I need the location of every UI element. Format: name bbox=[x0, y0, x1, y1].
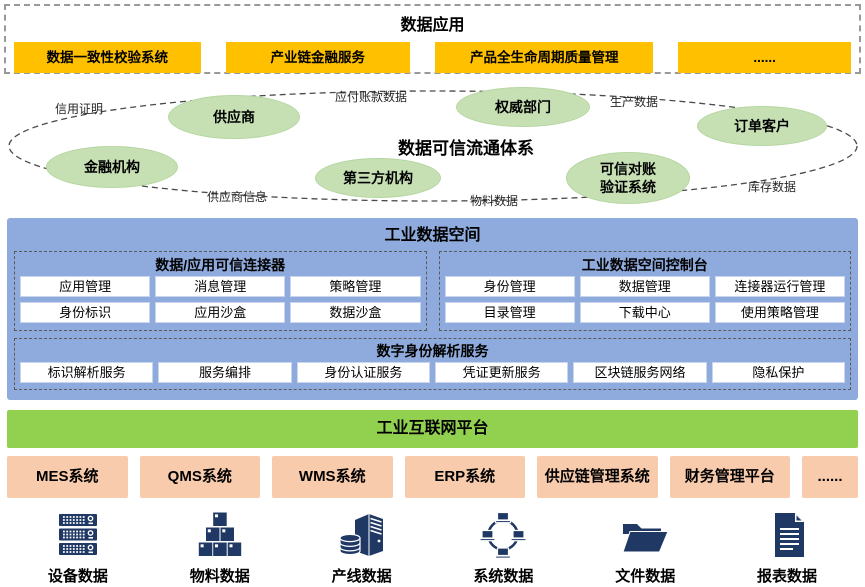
node-reconciliation-system: 可信对账 验证系统 bbox=[566, 152, 690, 204]
edge-label-inventory-data: 库存数据 bbox=[748, 180, 797, 194]
data-application-title: 数据应用 bbox=[400, 17, 465, 34]
business-systems-row: MES系统 QMS系统 WMS系统 ERP系统 供应链管理系统 财务管理平台 .… bbox=[7, 456, 858, 498]
connector-cell-app-mgmt: 应用管理 bbox=[20, 276, 151, 297]
node-supplier: 供应商 bbox=[168, 95, 300, 139]
source-label: 设备数据 bbox=[47, 568, 108, 585]
source-report-data: 报表数据 bbox=[716, 504, 858, 586]
system-box-finance: 财务管理平台 bbox=[669, 456, 790, 498]
node-order-customer: 订单客户 bbox=[697, 106, 827, 146]
folder-icon bbox=[620, 509, 670, 561]
console-cell-connector-run-mgmt: 连接器运行管理 bbox=[714, 276, 845, 297]
dashed-loop-curve bbox=[8, 90, 858, 202]
circulation-title: 数据可信流通体系 bbox=[398, 139, 534, 158]
node-financial-institution: 金融机构 bbox=[46, 146, 178, 188]
source-production-line-data: 产线数据 bbox=[291, 504, 433, 586]
system-box-erp: ERP系统 bbox=[404, 456, 525, 498]
console-cell-data-mgmt: 数据管理 bbox=[579, 276, 710, 297]
data-application-panel: 数据应用 数据一致性校验系统 产业链金融服务 产品全生命周期质量管理 .....… bbox=[4, 4, 861, 74]
system-box-supply-chain: 供应链管理系统 bbox=[537, 456, 658, 498]
industrial-internet-platform-bar: 工业互联网平台 bbox=[7, 410, 858, 448]
connector-cell-app-sandbox: 应用沙盒 bbox=[155, 302, 286, 323]
identity-resolution-box: 数字身份解析服务 标识解析服务 服务编排 身份认证服务 凭证更新服务 区块链服务… bbox=[14, 338, 851, 390]
edge-label-supplier-info: 供应商信息 bbox=[207, 190, 268, 204]
data-space-row: 数据/应用可信连接器 应用管理 消息管理 策略管理 身份标识 应用沙盒 数据沙盒… bbox=[14, 251, 851, 331]
identity-cell-credential-renewal: 凭证更新服务 bbox=[434, 362, 569, 383]
trusted-connector-grid: 应用管理 消息管理 策略管理 身份标识 应用沙盒 数据沙盒 bbox=[20, 276, 421, 323]
connector-cell-data-sandbox: 数据沙盒 bbox=[290, 302, 421, 323]
boxes-icon bbox=[196, 509, 244, 561]
source-material-data: 物料数据 bbox=[149, 504, 291, 586]
source-label: 系统数据 bbox=[473, 568, 534, 585]
system-box-qms: QMS系统 bbox=[139, 456, 260, 498]
node-reconciliation-line1: 可信对账 bbox=[600, 160, 656, 177]
source-label: 文件数据 bbox=[615, 568, 676, 585]
identity-cell-auth-service: 身份认证服务 bbox=[296, 362, 430, 383]
report-icon bbox=[763, 509, 811, 561]
identity-cell-service-orchestration: 服务编排 bbox=[158, 362, 292, 383]
trusted-connector-title: 数据/应用可信连接器 bbox=[155, 257, 286, 273]
system-box-ellipsis: ...... bbox=[802, 456, 858, 498]
identity-resolution-grid: 标识解析服务 服务编排 身份认证服务 凭证更新服务 区块链服务网络 隐私保护 bbox=[20, 362, 845, 383]
console-cell-catalog-mgmt: 目录管理 bbox=[444, 302, 575, 323]
system-box-mes: MES系统 bbox=[7, 456, 128, 498]
connector-cell-message-mgmt: 消息管理 bbox=[155, 276, 286, 297]
production-server-icon bbox=[338, 509, 386, 561]
space-console-title: 工业数据空间控制台 bbox=[581, 257, 708, 273]
app-box-data-consistency: 数据一致性校验系统 bbox=[14, 42, 201, 73]
connector-cell-identity-id: 身份标识 bbox=[20, 302, 151, 323]
app-box-lifecycle-quality: 产品全生命周期质量管理 bbox=[435, 42, 654, 73]
data-sources-row: 设备数据 物料数据 bbox=[7, 504, 858, 586]
console-cell-download-center: 下载中心 bbox=[579, 302, 710, 323]
source-device-data: 设备数据 bbox=[7, 504, 149, 586]
data-application-row: 数据一致性校验系统 产业链金融服务 产品全生命周期质量管理 ...... bbox=[6, 35, 859, 73]
identity-cell-privacy-protection: 隐私保护 bbox=[711, 362, 845, 383]
edge-label-production-data: 生产数据 bbox=[610, 95, 659, 109]
source-label: 报表数据 bbox=[757, 568, 818, 585]
console-cell-identity-mgmt: 身份管理 bbox=[444, 276, 575, 297]
node-reconciliation-line2: 验证系统 bbox=[600, 179, 656, 195]
data-space-title: 工业数据空间 bbox=[384, 227, 481, 244]
industrial-data-space-panel: 工业数据空间 数据/应用可信连接器 应用管理 消息管理 策略管理 身份标识 应用… bbox=[7, 218, 858, 400]
source-file-data: 文件数据 bbox=[574, 504, 716, 586]
app-box-chain-finance: 产业链金融服务 bbox=[225, 42, 411, 73]
edge-label-credit-proof: 信用证明 bbox=[55, 102, 104, 116]
source-label: 产线数据 bbox=[331, 568, 392, 585]
system-box-wms: WMS系统 bbox=[272, 456, 393, 498]
trusted-circulation-diagram: 供应商 权威部门 订单客户 金融机构 第三方机构 可信对账 验证系统 信用证明 … bbox=[0, 78, 865, 216]
space-console-box: 工业数据空间控制台 身份管理 数据管理 连接器运行管理 目录管理 下载中心 使用… bbox=[438, 251, 851, 331]
server-rack-icon bbox=[54, 509, 102, 561]
app-box-ellipsis: ...... bbox=[678, 42, 851, 73]
identity-cell-blockchain-network: 区块链服务网络 bbox=[573, 362, 707, 383]
node-authority: 权威部门 bbox=[456, 87, 590, 127]
identity-cell-id-resolution: 标识解析服务 bbox=[20, 362, 154, 383]
node-third-party: 第三方机构 bbox=[315, 158, 441, 198]
edge-label-payable-data: 应付账款数据 bbox=[335, 90, 408, 104]
connector-cell-policy-mgmt: 策略管理 bbox=[290, 276, 421, 297]
space-console-grid: 身份管理 数据管理 连接器运行管理 目录管理 下载中心 使用策略管理 bbox=[444, 276, 845, 323]
source-label: 物料数据 bbox=[189, 568, 250, 585]
trusted-connector-box: 数据/应用可信连接器 应用管理 消息管理 策略管理 身份标识 应用沙盒 数据沙盒 bbox=[14, 251, 427, 331]
console-cell-usage-policy-mgmt: 使用策略管理 bbox=[714, 302, 845, 323]
network-icon bbox=[479, 509, 527, 561]
identity-resolution-title: 数字身份解析服务 bbox=[376, 343, 489, 359]
source-system-data: 系统数据 bbox=[432, 504, 574, 586]
edge-label-material-data: 物料数据 bbox=[470, 194, 519, 208]
